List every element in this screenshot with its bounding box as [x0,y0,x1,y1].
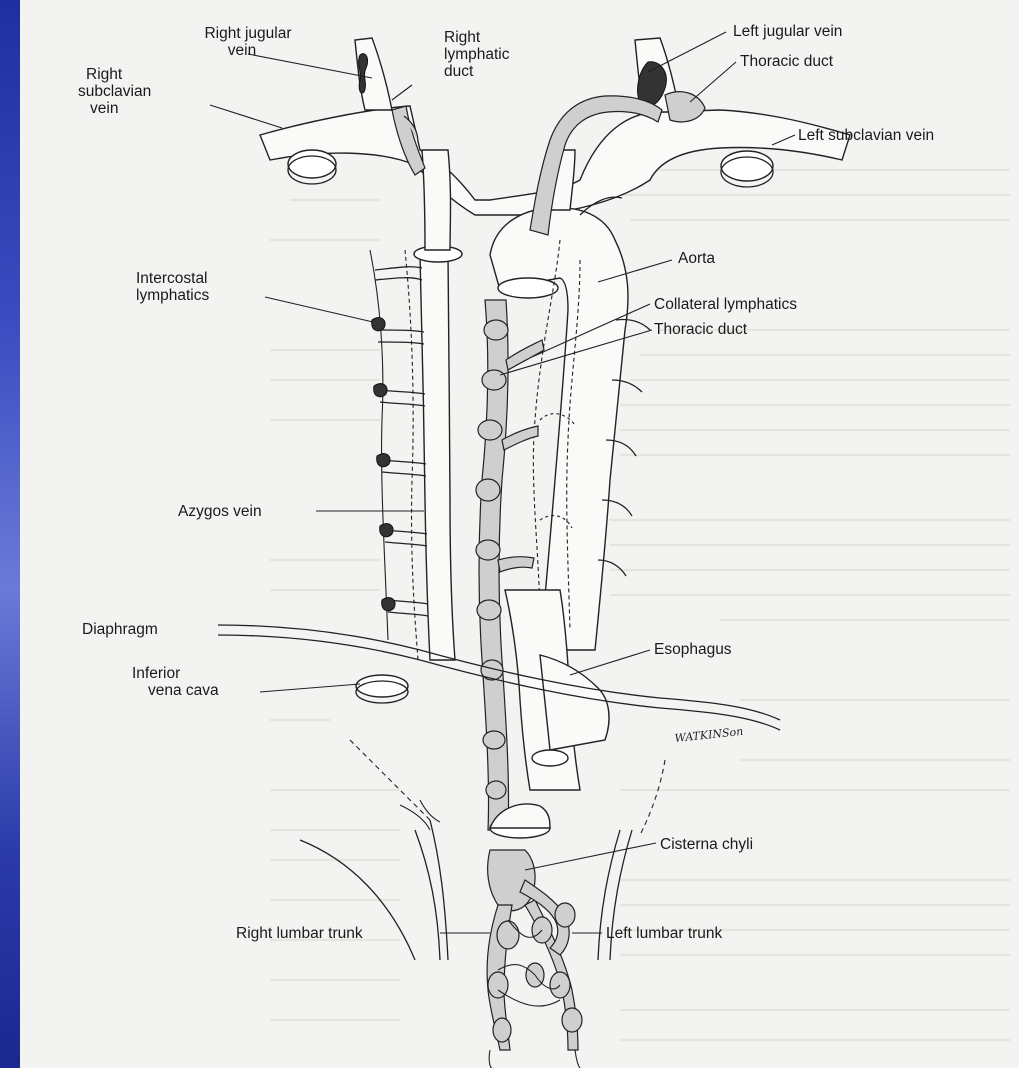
lymphatic-anatomy-diagram: Right jugular vein Right lymphatic duct … [20,0,1019,1068]
label-aorta: Aorta [678,250,715,267]
background-text-bleed [270,170,1010,1040]
label-thoracic-duct-mid: Thoracic duct [654,321,748,338]
label-left-lumbar-trunk: Left lumbar trunk [606,925,723,942]
azygos-vein [375,150,462,660]
slide-background-strip [0,0,20,1068]
label-inferior-vena-cava-2: vena cava [148,682,219,699]
label-intercostal-lymphatics-2: lymphatics [136,287,209,304]
label-intercostal-lymphatics: Intercostal [136,270,208,287]
label-right-jugular-vein-2: vein [228,42,256,59]
label-right-subclavian-vein-2: subclavian [78,83,151,100]
diagram-page: Right jugular vein Right lymphatic duct … [20,0,1019,1068]
label-thoracic-duct-top: Thoracic duct [740,53,834,70]
aorta [490,150,650,650]
label-left-subclavian-vein: Left subclavian vein [798,127,934,144]
label-right-jugular-vein: Right jugular [204,25,291,42]
label-right-subclavian-vein: Right [86,66,123,83]
label-diaphragm: Diaphragm [82,621,158,638]
label-collateral-lymphatics: Collateral lymphatics [654,296,797,313]
label-right-subclavian-vein-3: vein [90,100,118,117]
label-right-lymphatic-duct-3: duct [444,63,474,80]
label-cisterna-chyli: Cisterna chyli [660,836,753,853]
intercostal-lymphatics [370,250,418,660]
illustrator-signature: WATKINSon [674,725,744,745]
label-left-jugular-vein: Left jugular vein [733,23,842,40]
label-esophagus: Esophagus [654,641,732,658]
label-right-lumbar-trunk: Right lumbar trunk [236,925,363,942]
label-right-lymphatic-duct-2: lymphatic [444,46,510,63]
label-inferior-vena-cava: Inferior [132,665,180,682]
label-azygos-vein: Azygos vein [178,503,262,520]
label-right-lymphatic-duct: Right [444,29,481,46]
